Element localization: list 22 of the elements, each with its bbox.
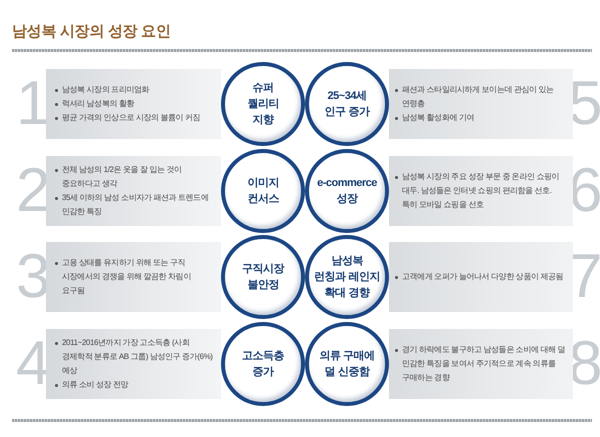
bullet-text: 경기 하락에도 불구하고 남성들은 소비에 대해 덜 민감한 특징을 보여서 주기적으로 계속 의류를 구매하는 경향 bbox=[395, 343, 567, 386]
bullet-text: 럭셔리 남성복의 활황 bbox=[55, 97, 215, 111]
bullet-text: 전체 남성의 1/2은 옷을 잘 입는 것이 중요하다고 생각 bbox=[55, 162, 215, 191]
circle-label: 남성복 런칭과 레인지 확대 경향 bbox=[313, 254, 381, 302]
bullet-text: 의류 소비 성장 전망 bbox=[55, 378, 215, 392]
page-title: 남성복 시장의 성장 요인 bbox=[12, 23, 171, 41]
bullet-text: 남성복 시장의 주요 성장 부문 중 온라인 쇼핑이 대두. 남성들은 인터넷 쇼핑의 편리함을 선호. 특히 모바일 쇼핑을 선호 bbox=[395, 170, 567, 212]
circle-label: 의류 구매에 덜 신중함 bbox=[318, 349, 376, 380]
circle-label: 구직시장 불안정 bbox=[241, 262, 286, 294]
bullet-text: 패션과 스타일리시하게 보이는데 관심이 있는 연령층 bbox=[395, 83, 567, 111]
circle-label: 25~34세 인구 증가 bbox=[324, 89, 371, 120]
circle-label: 이미지 컨서스 bbox=[246, 176, 280, 207]
bullet-text: 35세 이하의 남성 소비자가 패션과 트렌드에 민감한 특징 bbox=[55, 190, 215, 219]
bullet-text: 2011~2016년까지 가장 고소득층 (사회 경제학적 분류로 AB 그룹) 남성인구 증가(6%) 예상 bbox=[55, 336, 215, 378]
bullet-text: 남성복 활성화에 기여 bbox=[395, 111, 567, 125]
circle-label: e-commerce 성장 bbox=[316, 176, 378, 207]
bullet-text: 고객에게 오퍼가 늘어나서 다양한 상품이 제공됨 bbox=[395, 270, 567, 284]
circle-label: 슈퍼 퀄리티 지향 bbox=[246, 81, 280, 128]
bullet-text: 평균 가격의 인상으로 시장의 볼륨이 커짐 bbox=[55, 111, 215, 125]
bullet-text: 고용 상태를 유지하기 위해 또는 구직 시장에서의 경쟁을 위해 깔끔한 차림이 요구됨 bbox=[55, 256, 215, 298]
bullet-text: 남성복 시장의 프리미엄화 bbox=[55, 83, 215, 97]
circle-label: 고소득층 증가 bbox=[241, 349, 285, 380]
